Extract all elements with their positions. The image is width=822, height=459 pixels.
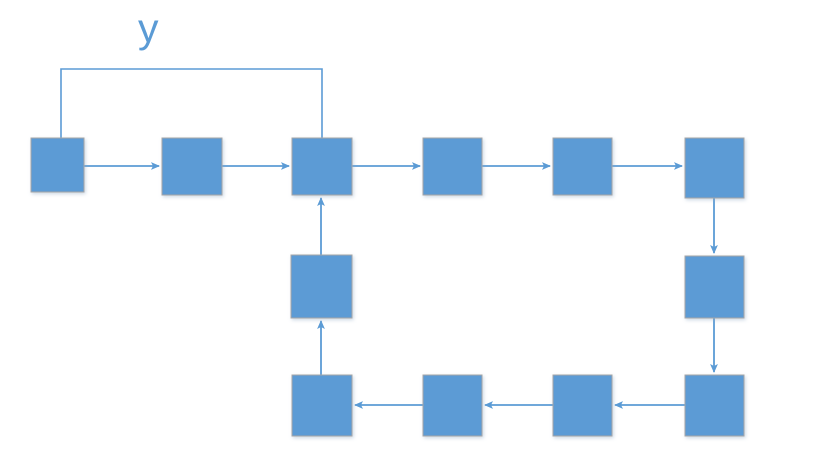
node-top-5[interactable]: [552, 137, 613, 196]
edge-loop-top1-top3: [60, 68, 323, 140]
node-top-6[interactable]: [684, 137, 745, 199]
node-bottom-2[interactable]: [422, 374, 483, 437]
node-right-bottom[interactable]: [684, 374, 745, 437]
node-top-1[interactable]: [30, 137, 85, 193]
loop-label-y: y: [138, 5, 159, 51]
connector-layer: [60, 68, 718, 409]
node-bottom-3[interactable]: [552, 374, 613, 437]
node-top-2[interactable]: [161, 137, 223, 196]
node-layer: [30, 137, 745, 437]
node-mid-col[interactable]: [290, 254, 353, 319]
node-right-mid[interactable]: [684, 255, 745, 319]
node-top-3[interactable]: [291, 137, 353, 196]
node-top-4[interactable]: [422, 137, 483, 196]
node-bottom-1[interactable]: [291, 374, 353, 437]
